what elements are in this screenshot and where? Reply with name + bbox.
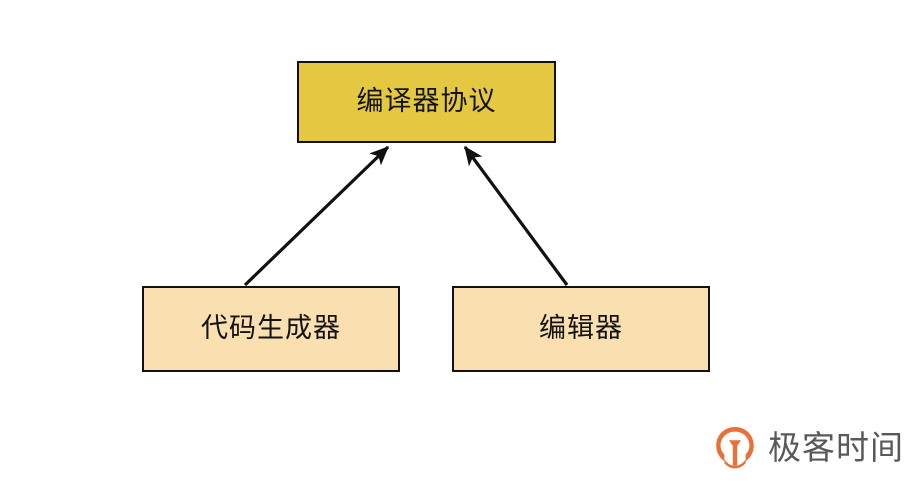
watermark-text: 极客时间: [768, 427, 904, 467]
diagram-node-protocol[interactable]: 编译器协议: [297, 61, 556, 143]
diagram-edge-editor-to-protocol: [463, 145, 569, 286]
diagram-node-codegen[interactable]: 代码生成器: [142, 286, 400, 372]
watermark: 极客时间: [712, 419, 903, 475]
diagram-node-codegen-label: 代码生成器: [201, 313, 341, 345]
diagram-node-editor-label: 编辑器: [539, 313, 623, 345]
geektime-logo-icon: [716, 427, 754, 469]
diagram-node-editor[interactable]: 编辑器: [452, 286, 710, 372]
diagram-node-protocol-label: 编译器协议: [356, 86, 497, 118]
diagram-edge-codegen-to-protocol: [243, 145, 390, 287]
